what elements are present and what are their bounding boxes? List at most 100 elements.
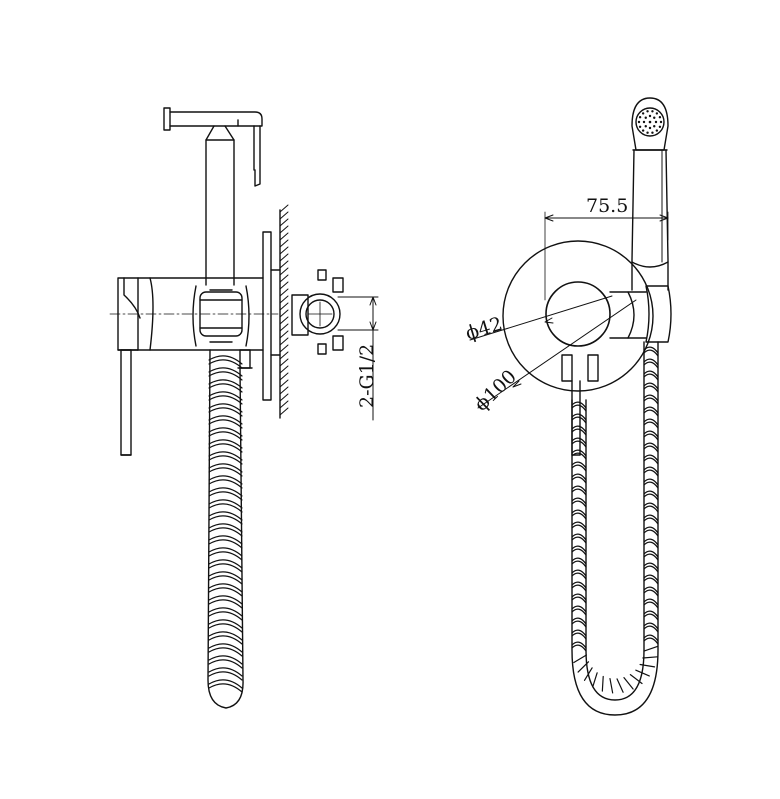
wall-hatch-line xyxy=(279,288,289,297)
hose-coil xyxy=(571,605,587,613)
nozzle-hole xyxy=(648,114,652,118)
hose-coil xyxy=(643,418,659,426)
wall xyxy=(279,204,289,419)
hose-coil xyxy=(643,346,659,354)
thread-dimension xyxy=(337,296,379,421)
hose-coil xyxy=(571,401,587,409)
hose-coil xyxy=(592,672,598,688)
hose-coil xyxy=(208,655,243,665)
nozzle-hole xyxy=(646,110,649,113)
sprayer-head xyxy=(163,107,263,286)
hose-coil xyxy=(635,669,650,677)
hose-coil xyxy=(643,454,659,462)
thread-dimension-label: 2-G1/2 xyxy=(356,344,378,408)
hose-coil xyxy=(571,416,587,424)
hose-coil xyxy=(208,407,243,417)
hose-coil xyxy=(208,559,243,569)
wall-hatch-line xyxy=(279,218,289,227)
hose-coil xyxy=(571,428,587,436)
diameter-leaders xyxy=(469,295,637,409)
hose-coil xyxy=(208,487,243,497)
wall-hatch-line xyxy=(279,211,289,220)
hose-coil xyxy=(643,349,659,357)
wall-hatch-line xyxy=(279,281,289,290)
hose-coil xyxy=(643,538,659,546)
hose-coil xyxy=(208,551,243,561)
hose-coil xyxy=(643,478,659,486)
hose-coil xyxy=(643,358,659,366)
side-hose xyxy=(207,349,244,709)
hose-coil xyxy=(571,608,587,616)
front-view xyxy=(469,97,672,716)
hose-coil xyxy=(571,560,587,568)
wall-hatch-line xyxy=(279,232,289,241)
nozzle-hole xyxy=(655,129,659,132)
hose-coil xyxy=(208,419,243,429)
mixer-body xyxy=(109,277,279,456)
hose-coil xyxy=(643,493,659,501)
hose-coil xyxy=(208,467,243,477)
nozzle-hole xyxy=(658,116,662,119)
hose-coil xyxy=(208,367,243,377)
hose-coil xyxy=(571,461,587,469)
hose-coil xyxy=(208,595,243,605)
outer-escutcheon xyxy=(502,240,654,392)
wall-hatch-line xyxy=(279,351,289,360)
hose-coil xyxy=(208,643,243,653)
hose-coil xyxy=(643,373,659,381)
hose-coil xyxy=(208,391,243,401)
hose-coil xyxy=(208,667,243,677)
hose-coil xyxy=(629,673,643,685)
nozzle-hole xyxy=(642,120,646,124)
hose-coil xyxy=(571,488,587,496)
hose-coil xyxy=(208,535,243,545)
hose-coil xyxy=(643,409,659,417)
hose-coil xyxy=(571,644,587,652)
hose-coil xyxy=(643,385,659,393)
hose-coil xyxy=(571,512,587,520)
hose-coil xyxy=(208,583,243,593)
hose-coil xyxy=(208,491,243,501)
hose-coil xyxy=(643,562,659,570)
hose-coil xyxy=(208,527,243,537)
wall-hatch-line xyxy=(279,267,289,276)
hose-coil xyxy=(208,359,243,369)
hose-coil xyxy=(571,584,587,592)
hose-coil xyxy=(571,509,587,517)
nozzle-hole xyxy=(644,125,647,128)
hose-coil xyxy=(208,539,243,549)
hose-coil xyxy=(571,524,587,532)
nozzle-hole xyxy=(651,131,654,134)
hose-coil xyxy=(643,394,659,402)
hose-coil xyxy=(571,629,587,637)
hose-coil xyxy=(571,404,587,412)
wall-hatch-line xyxy=(279,295,289,304)
hose-coil xyxy=(208,571,243,581)
hose-coil xyxy=(639,663,656,668)
hose-coil xyxy=(208,395,243,405)
hose-coil xyxy=(208,671,243,681)
wall-hatch-line xyxy=(279,372,289,381)
hose-coil xyxy=(643,586,659,594)
hose-coil xyxy=(571,437,587,445)
hose-coil xyxy=(571,497,587,505)
wall-hatch-line xyxy=(279,393,289,402)
hose-coil xyxy=(208,383,243,393)
hose-coil xyxy=(208,635,243,645)
hose-coil xyxy=(643,382,659,390)
hose-coil xyxy=(643,601,659,609)
wall-hatch-line xyxy=(279,337,289,346)
hose-coil xyxy=(571,449,587,457)
hose-coil xyxy=(643,622,659,630)
wall-hatch-line xyxy=(279,386,289,395)
hose-coil xyxy=(208,479,243,489)
hose-coil xyxy=(643,445,659,453)
holder-ring xyxy=(192,285,250,347)
hose-coil xyxy=(643,406,659,414)
hose-coil xyxy=(208,503,243,513)
hose-coil xyxy=(208,515,243,525)
hose-coil xyxy=(571,545,587,553)
wall-hatch-line xyxy=(279,323,289,332)
hose-coil xyxy=(643,490,659,498)
hose-coil xyxy=(208,599,243,609)
